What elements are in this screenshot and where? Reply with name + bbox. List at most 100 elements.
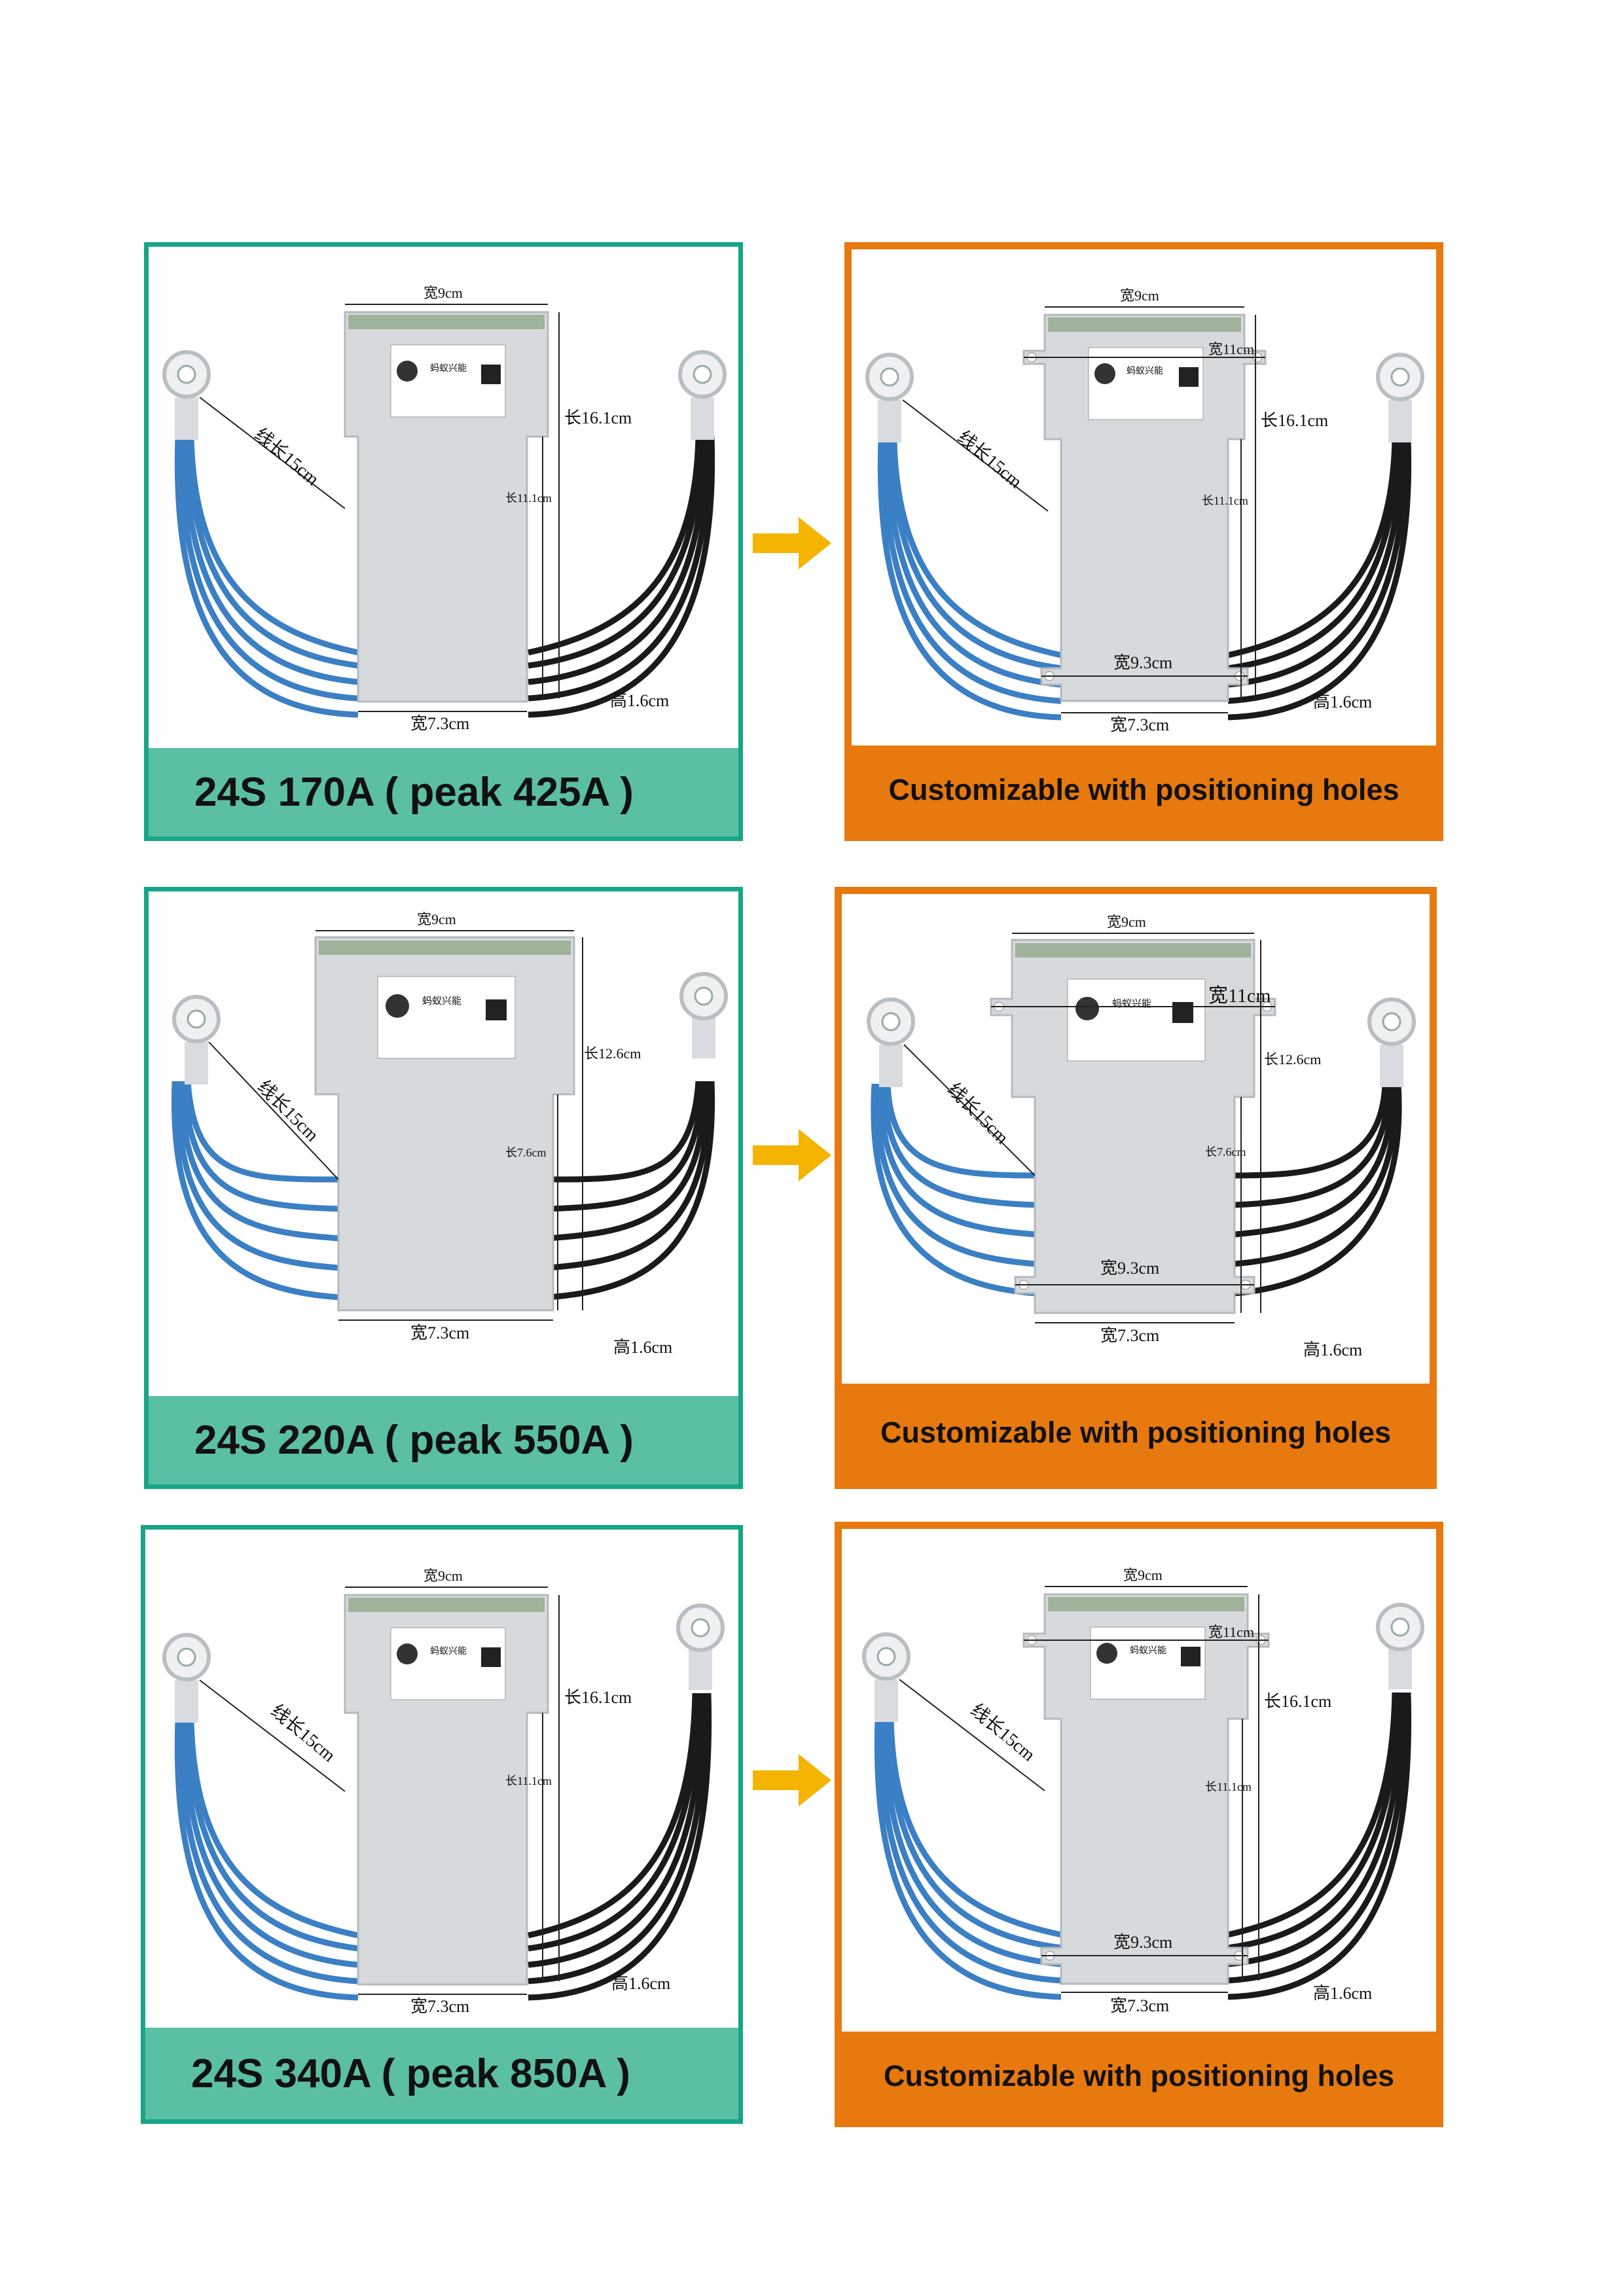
black-wires <box>528 436 715 718</box>
blue-wires <box>877 439 1062 721</box>
bms-illustration: 蚂蚁兴能 宽9cm 宽11cm 长16.1cm 长11.1cm 线长15cm 宽… <box>865 287 1424 734</box>
dim-wire-length: 线长15cm <box>943 1079 1013 1148</box>
product-panel-row1-custom: 蚂蚁兴能 宽9cm 宽11cm 长16.1cm 长11.1cm 线长15cm 宽… <box>844 242 1443 841</box>
label-brand: 蚂蚁兴能 <box>422 996 461 1007</box>
product-panel-row2-standard: 蚂蚁兴能 宽9cm 长12.6cm 长7.6cm 线长15cm 宽7.3cm 高… <box>144 887 743 1489</box>
caption-banner: Customizable with positioning holes <box>842 2032 1436 2120</box>
black-wires <box>547 1081 715 1300</box>
dim-length-total: 长12.6cm <box>1264 1051 1321 1067</box>
dim-height: 高1.6cm <box>610 691 669 710</box>
dim-bottom-width: 宽7.3cm <box>1110 1996 1169 2015</box>
connector-strip <box>348 315 545 329</box>
caption-banner: 24S 170A ( peak 425A ) <box>149 748 738 836</box>
caption-banner: Customizable with positioning holes <box>852 745 1436 834</box>
arrow-right-icon <box>753 1754 831 1806</box>
terminal-sleeve <box>175 397 198 440</box>
dim-top-width: 宽9cm <box>417 911 456 927</box>
dim-length-total: 长12.6cm <box>584 1045 641 1062</box>
dim-hole-bottom-width: 宽9.3cm <box>1113 1933 1172 1952</box>
dim-length-body: 长11.1cm <box>505 492 552 505</box>
dim-hole-top-width: 宽11cm <box>1208 341 1254 357</box>
caption-text: 24S 340A ( peak 850A ) <box>191 2051 630 2096</box>
dim-wire-length: 线长15cm <box>967 1700 1039 1766</box>
dim-length-total: 长16.1cm <box>564 408 632 427</box>
dim-hole-bottom-width: 宽9.3cm <box>1100 1259 1159 1278</box>
arrow-right-icon <box>753 1129 831 1181</box>
dim-height: 高1.6cm <box>1313 692 1372 711</box>
label-brand: 蚂蚁兴能 <box>430 1646 467 1657</box>
caption-text: 24S 170A ( peak 425A ) <box>194 770 634 815</box>
dim-length-body: 长7.6cm <box>1205 1145 1246 1158</box>
blue-wires <box>871 1083 1036 1297</box>
qr-code-icon <box>1179 367 1199 387</box>
dim-wire-length: 线长15cm <box>954 427 1026 493</box>
label-brand: 蚂蚁兴能 <box>1130 1645 1166 1656</box>
dim-top-width: 宽9cm <box>424 1568 463 1584</box>
blue-wires <box>174 1719 359 2001</box>
caption-banner: 24S 340A ( peak 850A ) <box>145 2028 738 2119</box>
product-panel-row3-standard: 蚂蚁兴能 宽9cm 长16.1cm 长11.1cm 线长15cm 宽7.3cm … <box>141 1525 743 2124</box>
qr-code-icon <box>486 999 507 1020</box>
bms-illustration: 蚂蚁兴能 宽9cm 长12.6cm 长7.6cm 线长15cm 宽7.3cm 高… <box>171 911 728 1357</box>
caption-text: Customizable with positioning holes <box>880 1416 1391 1449</box>
dim-length-total: 长16.1cm <box>1264 1692 1331 1711</box>
connector-strip <box>1015 943 1251 958</box>
qr-code-icon <box>481 365 501 384</box>
blue-wires <box>874 1718 1062 2000</box>
dim-height: 高1.6cm <box>1303 1340 1362 1359</box>
qr-code-icon <box>1181 1647 1200 1666</box>
dim-length-total: 长16.1cm <box>1261 411 1328 430</box>
connector-strip <box>319 941 571 955</box>
connector-strip <box>1048 317 1241 332</box>
dim-top-width: 宽9cm <box>1120 287 1159 304</box>
black-wires <box>528 1693 712 2001</box>
dim-length-body: 长11.1cm <box>1205 1780 1252 1793</box>
product-panel-row2-custom: 蚂蚁兴能 宽9cm 宽11cm 长12.6cm 长7.6cm 线长15cm 宽9… <box>835 887 1437 1489</box>
qr-code-icon <box>1172 1002 1193 1023</box>
dim-top-width: 宽9cm <box>424 285 463 301</box>
bms-illustration: 蚂蚁兴能 宽9cm 宽11cm 长16.1cm 长11.1cm 线长15cm 宽… <box>862 1567 1424 2015</box>
label-brand: 蚂蚁兴能 <box>1112 998 1151 1009</box>
dim-hole-top-width: 宽11cm <box>1208 1624 1254 1640</box>
caption-text: Customizable with positioning holes <box>883 2058 1394 2092</box>
blue-wires <box>174 436 359 718</box>
connector-strip <box>348 1598 545 1612</box>
arrow-right-icon <box>753 517 831 569</box>
caption-text: Customizable with positioning holes <box>888 772 1399 806</box>
dim-bottom-width: 宽7.3cm <box>1110 715 1169 734</box>
dim-length-body: 长11.1cm <box>1202 494 1248 507</box>
bms-board-with-holes <box>1022 314 1267 702</box>
black-wires <box>1234 1083 1402 1297</box>
bms-illustration: 蚂蚁兴能 宽9cm 宽11cm 长12.6cm 长7.6cm 线长15cm 宽9… <box>867 914 1416 1359</box>
dim-height: 高1.6cm <box>611 1974 670 1993</box>
caption-text: 24S 220A ( peak 550A ) <box>194 1418 634 1463</box>
dim-length-total: 长16.1cm <box>564 1688 632 1707</box>
dim-height: 高1.6cm <box>613 1338 672 1357</box>
caption-banner: 24S 220A ( peak 550A ) <box>149 1396 738 1484</box>
caption-banner: Customizable with positioning holes <box>842 1384 1430 1482</box>
product-panel-row3-custom: 蚂蚁兴能 宽9cm 宽11cm 长16.1cm 长11.1cm 线长15cm 宽… <box>835 1522 1443 2127</box>
connector-strip <box>1048 1597 1244 1611</box>
label-brand: 蚂蚁兴能 <box>1127 366 1163 376</box>
dim-wire-length: 线长15cm <box>253 1076 323 1145</box>
bms-board-with-holes <box>1022 1593 1270 1985</box>
qr-code-icon <box>481 1647 501 1667</box>
bms-illustration: 蚂蚁兴能 宽9cm 长16.1cm 长11.1cm 线长15cm 宽7.3cm … <box>162 1568 725 2016</box>
dim-hole-top-width: 宽11cm <box>1208 985 1271 1007</box>
dim-bottom-width: 宽7.3cm <box>410 714 469 733</box>
black-wires <box>1227 1692 1412 2000</box>
dim-bottom-width: 宽7.3cm <box>410 1997 469 2016</box>
product-panel-row1-standard: 蚂蚁兴能 宽9cm 长16.1cm 长11.1cm 线长15cm 宽7.3cm … <box>144 242 743 841</box>
dim-hole-bottom-width: 宽9.3cm <box>1113 653 1172 672</box>
blue-wires <box>171 1081 339 1300</box>
dim-bottom-width: 宽7.3cm <box>410 1323 469 1342</box>
dim-top-width: 宽9cm <box>1123 1567 1163 1583</box>
black-wires <box>1227 439 1412 721</box>
label-brand: 蚂蚁兴能 <box>430 363 467 374</box>
bms-illustration: 蚂蚁兴能 宽9cm 长16.1cm 长11.1cm 线长15cm 宽7.3cm … <box>162 285 727 733</box>
dim-wire-length: 线长15cm <box>267 1700 340 1767</box>
dim-wire-length: 线长15cm <box>251 424 323 490</box>
dim-height: 高1.6cm <box>1313 1984 1372 2003</box>
dim-bottom-width: 宽7.3cm <box>1100 1326 1159 1345</box>
dim-top-width: 宽9cm <box>1107 914 1146 930</box>
